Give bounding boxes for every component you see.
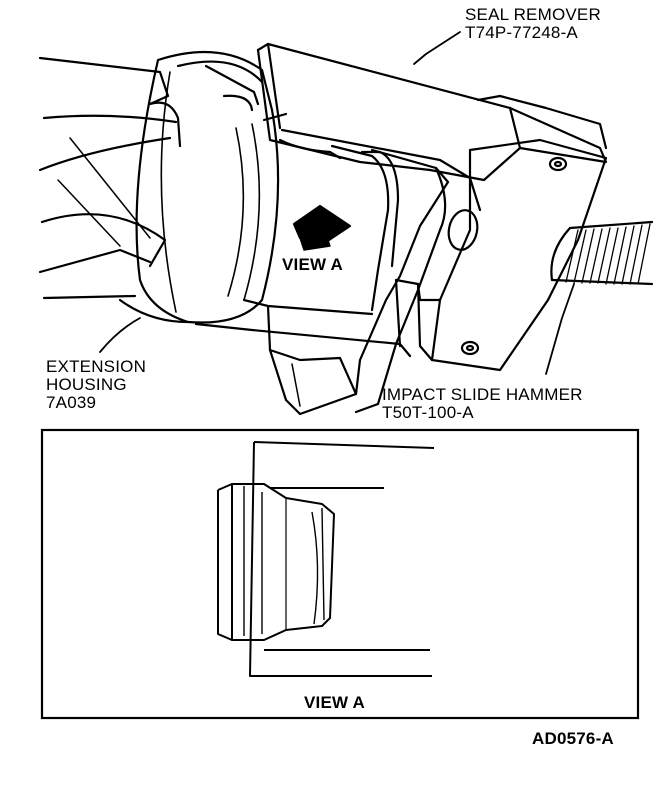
extension-housing-part-number: 7A039 [46,393,97,412]
view-a-arrow-label: VIEW A [282,255,344,274]
extension-housing-name-1: EXTENSION [46,357,147,376]
seal-remover-label: SEAL REMOVER T74P-77248-A [465,6,601,42]
extension-housing-leader [99,317,141,353]
slide-hammer-leader [545,283,575,375]
seal-remover-tool [194,42,608,358]
slide-hammer-shaft [550,220,654,286]
extension-housing-flange [118,50,280,324]
seal-remover-leader [413,31,461,65]
seal-remover-part-number: T74P-77248-A [465,23,578,42]
view-a-inset-frame [40,428,640,720]
view-a-inset-caption: VIEW A [304,693,366,712]
extension-housing-label: EXTENSION HOUSING 7A039 [46,358,146,412]
seal-remover-yoke [266,148,450,416]
impact-slide-hammer-name: IMPACT SLIDE HAMMER [382,385,583,404]
view-a-seal-detail [217,441,435,677]
extension-housing-body [38,56,182,300]
figure-code: AD0576-A [532,729,614,748]
impact-slide-hammer-label: IMPACT SLIDE HAMMER T50T-100-A [382,386,583,422]
slide-hammer-plate [394,138,608,372]
seal-remover-name: SEAL REMOVER [465,5,601,24]
impact-slide-hammer-part-number: T50T-100-A [382,403,474,422]
view-a-arrow [292,204,352,251]
extension-housing-name-2: HOUSING [46,375,127,394]
